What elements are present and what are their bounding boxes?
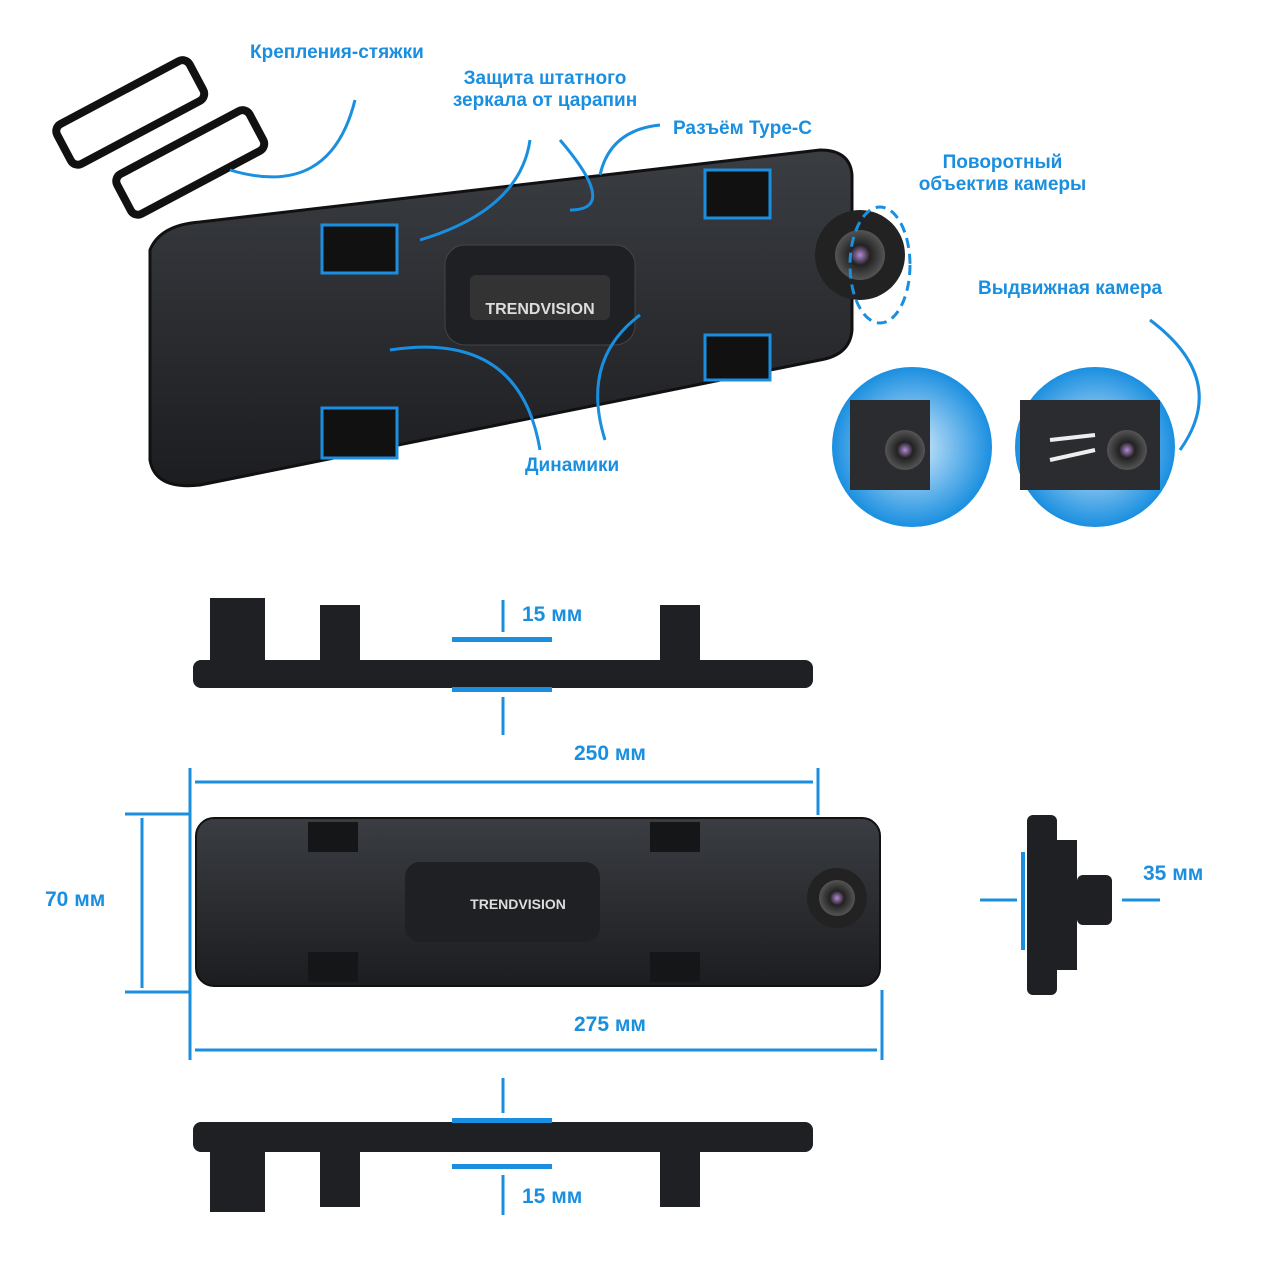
callout-typec: Разъём Type-C xyxy=(673,118,812,139)
strap-icon xyxy=(52,56,269,219)
dim-depth: 35 мм xyxy=(1143,862,1204,885)
callout-protection: Защита штатного зеркала от царапин xyxy=(452,68,638,111)
dim-top-thickness: 15 мм xyxy=(522,603,583,626)
mirror-side-view xyxy=(1021,815,1112,995)
callout-straps: Крепления-стяжки xyxy=(250,42,424,63)
dimension-lines xyxy=(125,600,1160,1215)
dim-height: 70 мм xyxy=(45,888,106,911)
mirror-top-view xyxy=(193,598,813,692)
retract-detail-open xyxy=(1015,367,1175,527)
mirror-perspective-view xyxy=(148,148,912,488)
callout-rotating-lens: Поворотный объектив камеры xyxy=(918,152,1087,195)
callout-arrows xyxy=(229,99,1201,451)
callout-retractable: Выдвижная камера xyxy=(978,278,1163,299)
brand-logo: TRENDVISION xyxy=(485,301,594,318)
brand-logo-front: TRENDVISION xyxy=(470,896,566,912)
callout-speakers: Динамики xyxy=(525,455,620,476)
mirror-front-view xyxy=(195,817,881,987)
dim-inner-width: 250 мм xyxy=(574,742,646,765)
dim-total-width: 275 мм xyxy=(574,1013,646,1036)
mirror-bottom-view xyxy=(193,1118,813,1212)
dim-bottom-thickness: 15 мм xyxy=(522,1185,583,1208)
retract-detail-closed xyxy=(832,367,992,527)
